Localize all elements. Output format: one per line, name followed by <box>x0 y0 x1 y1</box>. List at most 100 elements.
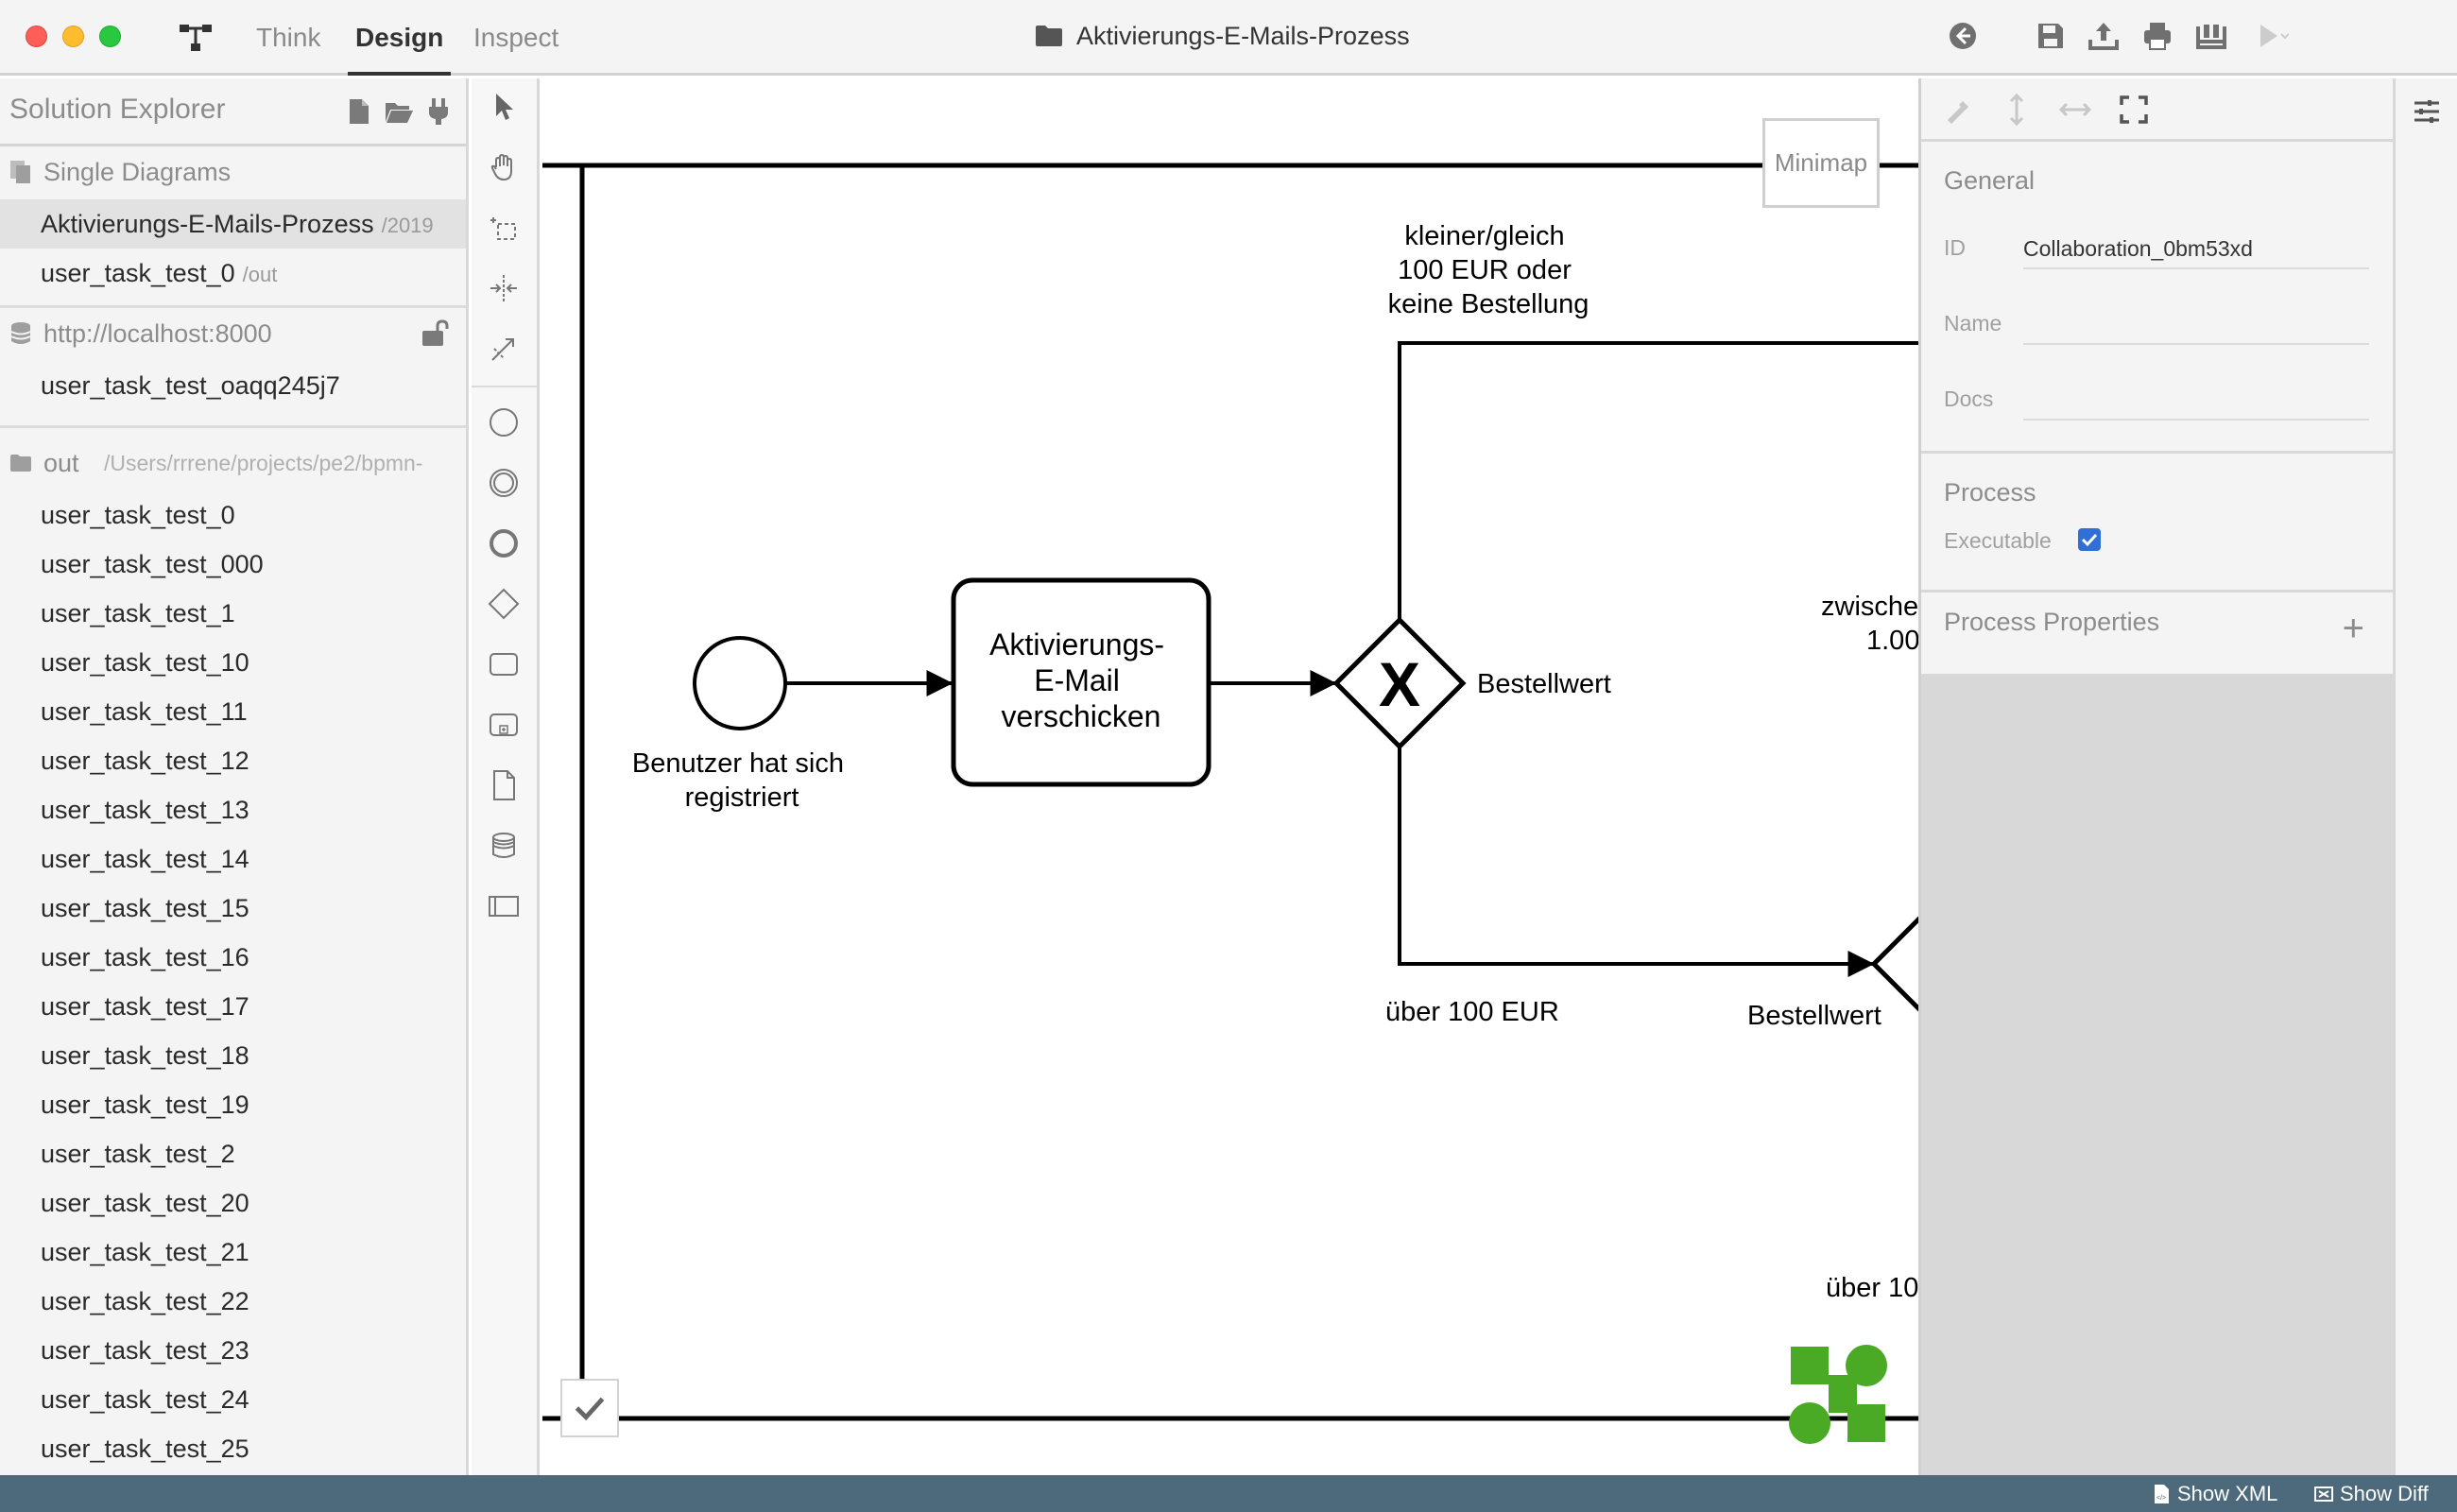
explorer-file-item[interactable]: user_task_test_1 <box>41 599 235 627</box>
zoom-window-button[interactable] <box>99 26 121 47</box>
section-folder: out /Users/rrrene/projects/pe2/bpmn- <box>0 438 466 490</box>
properties-panel: General ID Collaboration_0bm53xd Name Do… <box>1918 78 2393 1475</box>
lower-flow-label: über 100 EUR <box>1385 997 1559 1027</box>
upload-icon[interactable] <box>2087 19 2121 53</box>
save-icon[interactable] <box>2034 19 2068 53</box>
explorer-file-item[interactable]: user_task_test_21 <box>41 1238 249 1266</box>
tab-think[interactable]: Think <box>256 23 321 52</box>
diagram-canvas[interactable]: Benutzer hat sich registriert Aktivierun… <box>542 78 1918 1475</box>
color-picker-icon[interactable] <box>1942 94 1974 126</box>
explorer-item-active-diagram[interactable]: Aktivierungs-E-Mails-Prozess/2019 <box>0 199 466 249</box>
connect-plug-icon[interactable] <box>426 97 451 126</box>
gateway-marker: X <box>1379 649 1420 719</box>
subprocess-tool-icon[interactable] <box>487 708 521 742</box>
bpmn-logo-icon[interactable] <box>1789 1345 1887 1444</box>
panel-toggle-strip <box>2393 78 2457 1475</box>
solution-explorer: Solution Explorer Single Diagrams Aktivi… <box>0 78 469 1475</box>
explorer-file-item[interactable]: user_task_test_20 <box>41 1189 249 1217</box>
explorer-file-item[interactable]: user_task_test_2 <box>41 1140 235 1168</box>
explorer-file-item[interactable]: user_task_test_25 <box>41 1435 249 1463</box>
sliders-icon[interactable] <box>2411 95 2443 128</box>
explorer-file-item[interactable]: user_task_test_000 <box>41 550 264 578</box>
new-file-icon[interactable] <box>347 97 371 126</box>
run-dropdown-icon[interactable] <box>2255 19 2290 53</box>
close-window-button[interactable] <box>26 26 47 47</box>
back-icon[interactable] <box>1946 19 1980 53</box>
explorer-file-item[interactable]: user_task_test_10 <box>41 648 249 677</box>
end-event-tool-icon[interactable] <box>487 526 521 560</box>
pool[interactable] <box>542 163 1918 1421</box>
explorer-file-item[interactable]: user_task_test_18 <box>41 1041 249 1070</box>
deploy-icon[interactable] <box>2194 19 2228 53</box>
right-flow-label: zwische 1.00 <box>1821 592 1918 656</box>
process-properties-title: Process Properties <box>1944 608 2160 636</box>
document-title-text: Aktivierungs-E-Mails-Prozess <box>1076 21 1410 50</box>
fit-screen-icon[interactable] <box>2118 94 2150 126</box>
data-object-tool-icon[interactable] <box>487 768 521 802</box>
executable-label: Executable <box>1944 528 2052 553</box>
docs-field[interactable] <box>2023 381 2369 421</box>
explorer-item-server-diagram[interactable]: user_task_test_oaqq245j7 <box>41 371 340 400</box>
explorer-file-item[interactable]: user_task_test_19 <box>41 1091 249 1119</box>
sequence-flow-upper[interactable] <box>1398 341 1918 620</box>
exclusive-gateway-2[interactable] <box>1870 901 1918 1027</box>
sequence-flow-lower[interactable] <box>1398 747 1875 977</box>
add-property-button[interactable]: + <box>2342 608 2364 649</box>
explorer-item-diagram[interactable]: user_task_test_0/out <box>41 259 278 287</box>
distribute-horizontal-icon[interactable] <box>2059 94 2091 126</box>
section-server: http://localhost:8000 <box>0 308 466 361</box>
space-tool-icon[interactable] <box>487 271 521 305</box>
lower-right-flow-label: über 10 <box>1826 1273 1918 1303</box>
data-store-tool-icon[interactable] <box>487 829 521 863</box>
explorer-title: Solution Explorer <box>9 94 226 125</box>
lasso-tool-icon[interactable] <box>487 211 521 245</box>
process-group: Process Executable <box>1921 454 2393 593</box>
explorer-file-item[interactable]: user_task_test_15 <box>41 894 249 922</box>
gateway-2-label: Bestellwert <box>1747 1001 1881 1031</box>
pool-tool-icon[interactable] <box>487 889 521 923</box>
explorer-file-item[interactable]: user_task_test_23 <box>41 1336 249 1365</box>
pointer-tool-icon[interactable] <box>487 90 521 124</box>
upper-flow-label: kleiner/gleich 100 EUR oder keine Bestel… <box>1388 221 1589 319</box>
minimap-toggle-button[interactable]: Minimap <box>1762 118 1880 208</box>
title-bar: Think Design Inspect Aktivierungs-E-Mail… <box>0 0 2457 76</box>
validate-button[interactable] <box>560 1379 619 1437</box>
explorer-file-item[interactable]: user_task_test_11 <box>41 697 248 726</box>
explorer-file-item[interactable]: user_task_test_24 <box>41 1385 249 1414</box>
show-diff-button[interactable]: Show Diff <box>2313 1475 2429 1512</box>
executable-checkbox[interactable] <box>2078 528 2101 551</box>
explorer-file-item[interactable]: user_task_test_12 <box>41 747 249 775</box>
general-title: General <box>1944 166 2036 195</box>
start-event-tool-icon[interactable] <box>487 405 521 439</box>
xml-file-icon: </> <box>2155 1484 2169 1503</box>
open-folder-icon[interactable] <box>385 97 413 126</box>
minimize-window-button[interactable] <box>62 26 84 47</box>
print-icon[interactable] <box>2140 19 2174 53</box>
explorer-file-item[interactable]: user_task_test_0 <box>41 501 235 529</box>
explorer-file-item[interactable]: user_task_test_16 <box>41 943 249 971</box>
start-event-label: Benutzer hat sich registriert <box>632 748 851 813</box>
explorer-file-item[interactable]: user_task_test_13 <box>41 796 249 824</box>
task-tool-icon[interactable] <box>487 647 521 681</box>
explorer-file-item[interactable]: user_task_test_17 <box>41 992 249 1021</box>
tab-design[interactable]: Design <box>347 0 452 76</box>
tab-inspect[interactable]: Inspect <box>473 23 559 52</box>
distribute-vertical-icon[interactable] <box>2001 94 2033 126</box>
connect-tool-icon[interactable] <box>487 332 521 366</box>
intermediate-event-tool-icon[interactable] <box>487 466 521 500</box>
folder-file-list: user_task_test_0 user_task_test_000 user_t… <box>0 490 466 1473</box>
explorer-file-item[interactable]: user_task_test_14 <box>41 845 249 873</box>
unlock-icon[interactable] <box>421 319 451 348</box>
explorer-file-item[interactable]: user_task_test_22 <box>41 1287 249 1315</box>
id-field[interactable]: Collaboration_0bm53xd <box>2023 230 2369 269</box>
name-label: Name <box>1944 311 2002 335</box>
hand-tool-icon[interactable] <box>487 150 521 184</box>
show-xml-button[interactable]: </> Show XML <box>2151 1475 2277 1512</box>
name-field[interactable] <box>2023 305 2369 345</box>
id-label: ID <box>1944 235 1966 260</box>
start-event[interactable] <box>693 636 787 730</box>
tool-palette <box>472 78 540 1475</box>
bpmn-diagram: Benutzer hat sich registriert Aktivierun… <box>542 163 1918 1444</box>
gateway-tool-icon[interactable] <box>487 587 521 621</box>
